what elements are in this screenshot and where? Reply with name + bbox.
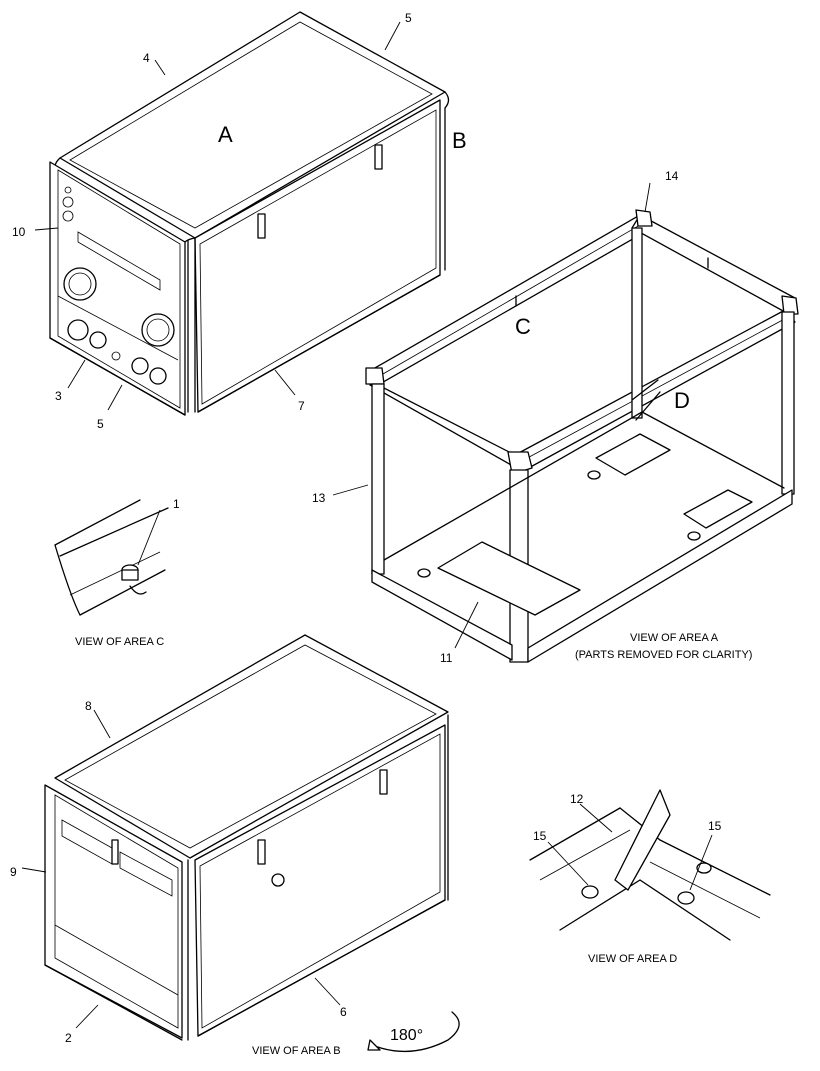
frame-assembly-view <box>332 182 799 663</box>
caption-view-c: VIEW OF AREA C <box>75 636 164 648</box>
caption-view-b: VIEW OF AREA B <box>252 1045 341 1057</box>
callout-7: 7 <box>298 399 305 413</box>
caption-view-a-1: VIEW OF AREA A <box>630 632 719 644</box>
callout-5-bottom: 5 <box>97 417 104 431</box>
caption-view-d: VIEW OF AREA D <box>588 953 677 965</box>
rear-end-panel <box>44 784 183 1039</box>
fan-grille-right <box>141 313 175 347</box>
callout-11: 11 <box>440 651 453 665</box>
callout-12: 12 <box>570 792 584 806</box>
rotation-label: 180° <box>390 1027 423 1044</box>
area-label-b: B <box>452 128 467 153</box>
enclosure-rear-view <box>21 634 460 1053</box>
area-label-a: A <box>218 122 233 147</box>
callout-14: 14 <box>665 169 679 183</box>
callout-10: 10 <box>12 225 26 239</box>
rear-handle-a <box>379 769 388 795</box>
callout-3: 3 <box>55 389 62 403</box>
area-label-c: C <box>515 314 531 339</box>
callout-6: 6 <box>340 1005 347 1019</box>
door-handle-a <box>374 144 383 170</box>
rear-handle-b <box>257 839 266 865</box>
mounting-plate-left <box>437 541 581 616</box>
detail-view-d <box>529 789 771 941</box>
callout-4: 4 <box>143 51 150 65</box>
caption-view-a-2: (PARTS REMOVED FOR CLARITY) <box>575 649 752 661</box>
enclosure-front-view <box>34 11 450 416</box>
callout-9: 9 <box>10 865 17 879</box>
callout-5-top: 5 <box>405 11 412 25</box>
rear-top-panel <box>54 634 449 859</box>
callout-8: 8 <box>85 699 92 713</box>
fan-grille-left <box>63 267 97 301</box>
callout-15-left: 15 <box>533 829 547 843</box>
callout-15-right: 15 <box>708 819 722 833</box>
door-handle-b <box>257 213 266 239</box>
detail-view-c <box>54 499 169 616</box>
mounting-plate-right <box>683 489 753 529</box>
area-label-d: D <box>674 388 690 413</box>
callout-2: 2 <box>65 1031 72 1045</box>
rotation-arrow <box>371 1011 460 1053</box>
callout-1: 1 <box>173 497 180 511</box>
callout-13: 13 <box>312 491 326 505</box>
mounting-plate-center <box>595 433 671 476</box>
